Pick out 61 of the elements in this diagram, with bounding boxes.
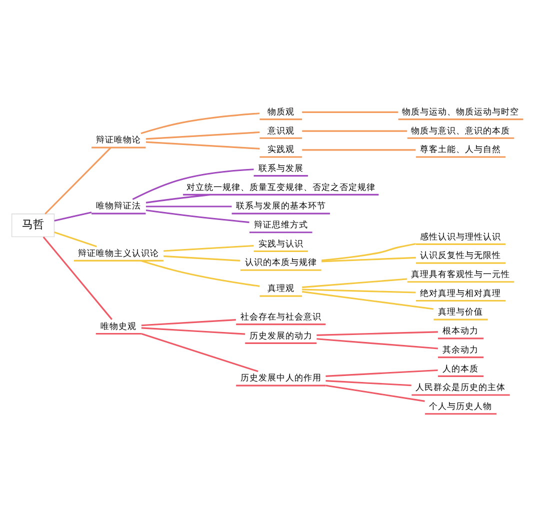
connector — [146, 205, 232, 207]
node-text: 物质观 — [267, 106, 294, 117]
node-text: 实践观 — [267, 144, 294, 155]
node-text: 绝对真理与相对真理 — [420, 288, 502, 298]
node-text: 物质与运动、物质运动与时空 — [402, 106, 520, 117]
node-text: 人民群众是历史的主体 — [416, 382, 506, 393]
connector — [163, 244, 254, 252]
connector — [146, 209, 250, 223]
node-text: 真理与价值 — [438, 307, 484, 318]
connector — [302, 130, 408, 132]
node-text: 历史发展的动力 — [249, 330, 312, 341]
node-text: 认识的本质与规律 — [244, 258, 317, 268]
node-text: 历史发展中人的作用 — [240, 373, 322, 384]
node-text: 真理具有客观性与一元性 — [411, 270, 510, 280]
connector — [163, 254, 240, 261]
connector — [326, 384, 425, 402]
node-text: 认识反复性与无限性 — [420, 250, 502, 261]
connector — [54, 231, 97, 247]
node-text: 人的本质 — [442, 364, 479, 374]
connector — [146, 193, 210, 203]
connector — [321, 256, 416, 262]
connector — [302, 148, 416, 150]
node-text: 根本动力 — [442, 326, 479, 336]
connector — [326, 380, 412, 386]
node-text: 真理观 — [267, 284, 294, 294]
node-text: 辩证思维方式 — [254, 220, 308, 230]
connector — [140, 112, 260, 134]
node-text: 辩证唯物论 — [96, 135, 142, 146]
connector — [302, 290, 434, 310]
connector — [54, 211, 92, 221]
node-box: 马哲 — [11, 213, 55, 237]
node-text: 物质与意识、意识的本质 — [411, 126, 510, 136]
connector — [316, 330, 438, 336]
connector — [146, 130, 260, 140]
node-text: 意识观 — [267, 126, 294, 136]
connector — [141, 318, 236, 326]
node-text: 尊客土能、人与自然 — [420, 144, 502, 155]
node-text: 感性认识与理性认识 — [420, 232, 502, 242]
connector — [302, 278, 408, 288]
node-text: 其余动力 — [442, 344, 479, 355]
connector — [326, 368, 438, 376]
node-text: 唯物史观 — [100, 321, 137, 332]
connector — [140, 259, 260, 286]
connector — [44, 146, 112, 214]
connector — [146, 140, 260, 149]
connector — [141, 332, 258, 372]
connector — [132, 168, 254, 200]
node-text: 联系与发展 — [258, 163, 304, 174]
node-text: 对立统一规律、质量互变规律、否定之否定规律 — [186, 182, 376, 192]
connector — [42, 236, 112, 320]
node-text: 个人与历史人物 — [429, 401, 492, 412]
node-text: 唯物辩证法 — [96, 201, 142, 212]
node-text: 实践与认识 — [258, 238, 304, 249]
connector — [141, 326, 246, 334]
node-text: 联系与发展的基本环节 — [236, 201, 326, 212]
node-text: 社会存在与社会意识 — [240, 312, 322, 322]
connector — [302, 110, 398, 112]
connector — [316, 338, 438, 349]
connector — [321, 242, 416, 261]
node-text: 辩证唯物主义认识论 — [78, 248, 160, 258]
connector — [302, 288, 416, 293]
